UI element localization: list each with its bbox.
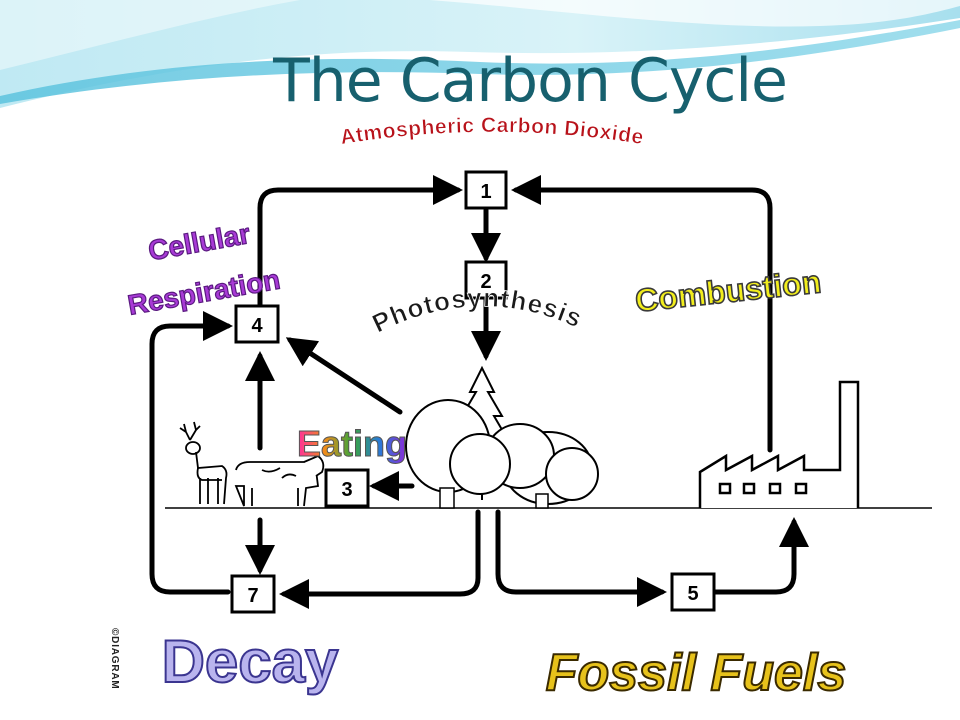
trees-illustration [405,365,599,509]
box-5: 5 [670,572,716,612]
arrow-trees-to-4 [285,337,403,415]
factory-illustration [698,380,860,508]
deer-illustration [179,421,228,505]
box-3: 3 [324,468,370,508]
label-fossil-fuels: Fossil Fuels [546,644,847,702]
svg-text:4: 4 [251,315,263,337]
label-eating: Eating [297,423,407,464]
svg-text:2: 2 [480,271,491,293]
svg-text:5: 5 [687,583,698,605]
arrow-trees-to-7 [279,509,481,609]
diagram-panel [104,124,936,700]
cow-illustration [234,454,325,507]
svg-text:3: 3 [341,479,352,501]
arrow-factory-to-1 [511,175,773,453]
arrow-trees-to-5 [495,509,667,607]
copyright-label: ©DIAGRAM [109,628,120,690]
arrow-4-to-1 [257,175,463,315]
box-1: 1 [464,170,508,210]
svg-text:7: 7 [247,585,258,607]
svg-text:1: 1 [480,181,491,203]
box-7: 7 [230,574,276,614]
label-decay: Decay [162,628,339,695]
slide-title: The Carbon Cycle [273,46,788,116]
arrow-7-to-4 [149,311,233,595]
arrow-5-to-factory [711,517,809,595]
box-4: 4 [234,304,280,344]
box-2: 2 [464,260,508,300]
